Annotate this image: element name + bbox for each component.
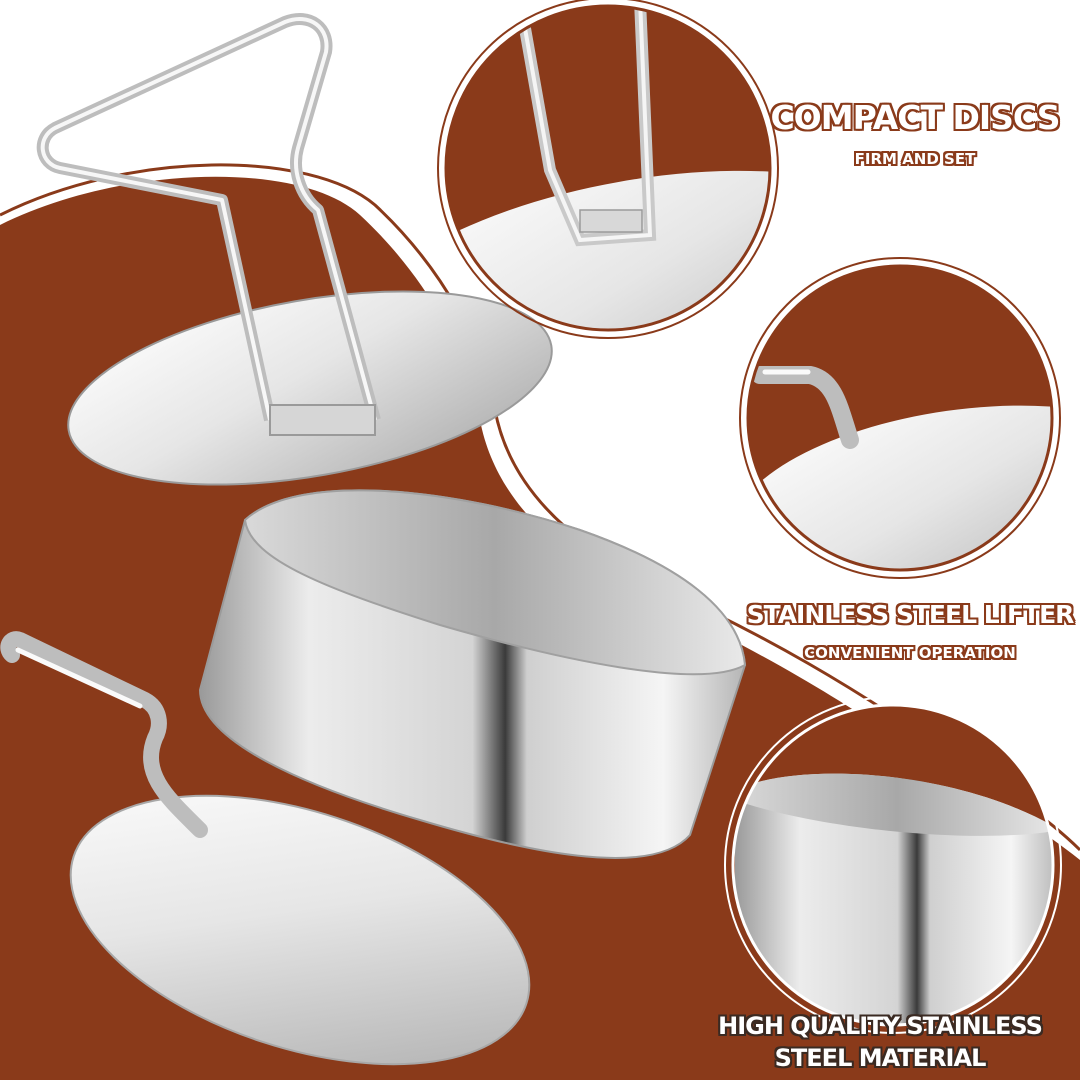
press-tool-icon — [36, 13, 553, 486]
feature-subtitle-2: CONVENIENT OPERATION — [804, 644, 1016, 662]
feature-subtitle-3: STEEL MATERIAL — [774, 1044, 987, 1072]
feature-title-3: HIGH QUALITY STAINLESS — [718, 1012, 1043, 1040]
spatula-icon — [0, 631, 531, 1066]
ring-mold-icon — [198, 489, 747, 859]
detail-circle-lifter — [739, 257, 1061, 579]
feature-title-1: COMPACT DISCS — [770, 98, 1060, 137]
feature-title-2: STAINLESS STEEL LIFTER — [746, 600, 1075, 629]
feature-subtitle-1: FIRM AND SET — [854, 150, 976, 168]
detail-circle-material — [724, 696, 1062, 1034]
detail-circle-handle — [437, 0, 779, 339]
